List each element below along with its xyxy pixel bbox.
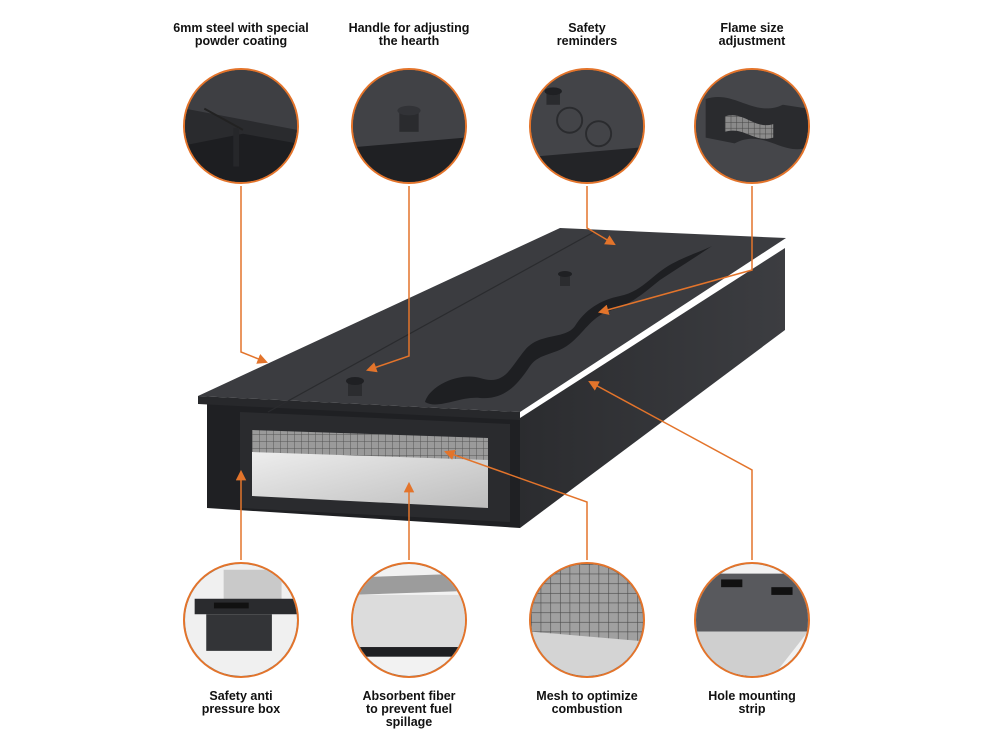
burner-top-plate [198, 228, 786, 412]
handle-knob-front [346, 377, 364, 396]
leader-line-mesh [444, 449, 588, 560]
handle-knob-detail-icon [351, 68, 467, 184]
burner-top-plate-edge [198, 396, 520, 420]
flame-slot [425, 246, 712, 405]
leader-line-strip [588, 380, 753, 560]
flame-slot-detail-icon [694, 68, 810, 184]
leader-line-flame [597, 186, 753, 315]
mounting-strip-detail-icon [694, 562, 810, 678]
fiber-detail-icon [351, 562, 467, 678]
fiber-block [252, 450, 488, 508]
leader-line-safety [586, 186, 616, 246]
pressure-box-detail-icon [183, 562, 299, 678]
mesh-detail-icon [529, 562, 645, 678]
mesh-layer [252, 430, 488, 460]
plate-seam [267, 231, 595, 413]
steel-corner-detail-icon [183, 68, 299, 184]
leader-line-handle [366, 186, 410, 373]
safety-reminder-detail-icon [529, 68, 645, 184]
leader-line-steel [240, 186, 268, 364]
burner-front-side [520, 248, 785, 528]
handle-knob-rear [558, 271, 572, 286]
